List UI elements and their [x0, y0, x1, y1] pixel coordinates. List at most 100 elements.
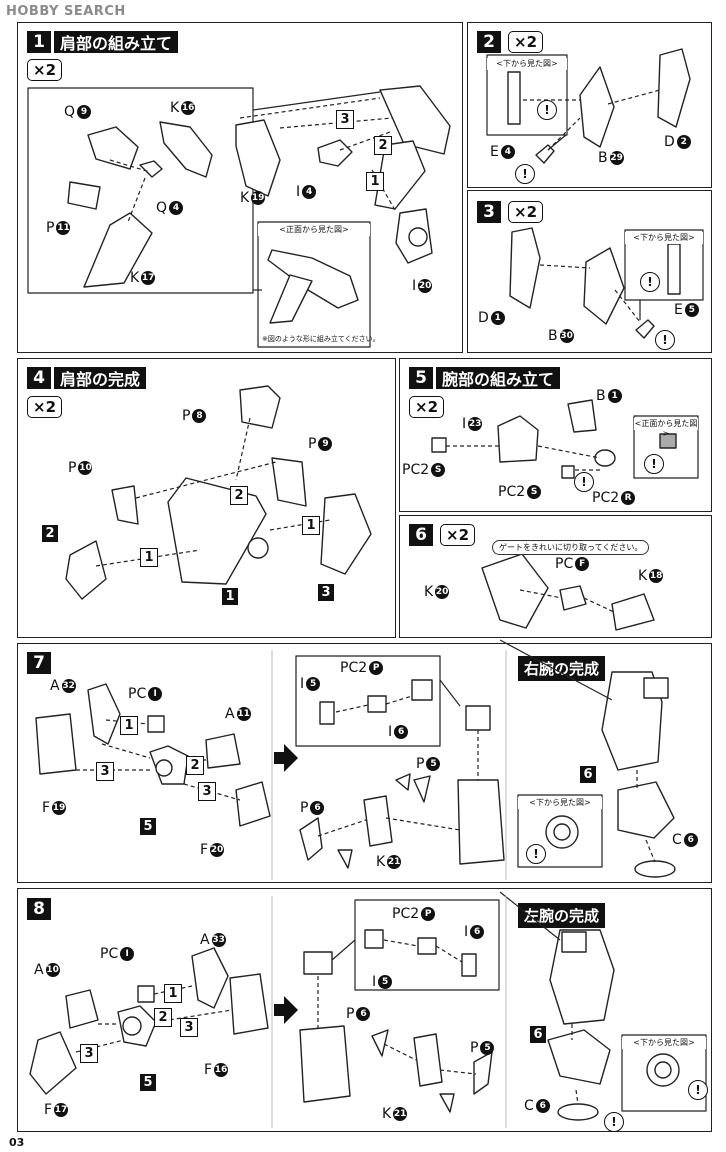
warning-icon: !	[640, 272, 660, 292]
panel-step-1	[17, 22, 463, 353]
panel-step-8	[17, 888, 712, 1132]
step-8-header: 8	[27, 898, 51, 920]
order-marker: 1	[302, 516, 320, 535]
step-4-header: 4 肩部の完成	[27, 367, 147, 389]
step-5-header: 5 腕部の組み立て	[409, 367, 561, 389]
order-marker: 1	[366, 172, 384, 191]
warning-icon: !	[515, 164, 535, 184]
step-number: 1	[27, 31, 51, 53]
multiplier-badge: ×2	[508, 31, 544, 53]
panel-step-2	[467, 22, 712, 188]
view-caption: <下から見た図>	[518, 797, 602, 809]
order-marker: 1	[120, 716, 138, 735]
step-number: 7	[27, 652, 51, 674]
warning-icon: !	[604, 1112, 624, 1132]
view-caption: <正面から見た図>	[258, 224, 370, 236]
multiplier-badge: ×2	[27, 396, 63, 418]
subassembly-marker: 6	[530, 1026, 546, 1043]
step-title: 肩部の組み立て	[54, 31, 179, 53]
step-title: 肩部の完成	[54, 367, 147, 389]
view-caption: <下から見た図>	[625, 232, 703, 244]
page-number: 03	[9, 1136, 25, 1149]
order-marker: 3	[80, 1044, 98, 1063]
subassembly-marker: 5	[140, 1074, 156, 1091]
step-number: 3	[477, 201, 501, 223]
step-3-header: 3	[477, 201, 501, 223]
assembly-note: ※図のような形に組み立てください。	[262, 335, 380, 343]
watermark: HOBBY SEARCH	[6, 4, 126, 19]
order-marker: 1	[164, 984, 182, 1003]
order-marker: 1	[140, 548, 158, 567]
multiplier-badge: ×2	[440, 524, 476, 546]
panel-step-3	[467, 190, 712, 353]
step-number: 4	[27, 367, 51, 389]
panel-step-4	[17, 358, 396, 638]
order-marker: 3	[336, 110, 354, 129]
order-marker: 2	[186, 756, 204, 775]
view-caption: <下から見た図>	[622, 1037, 706, 1049]
warning-icon: !	[574, 472, 594, 492]
step-number: 2	[477, 31, 501, 53]
panel-step-5	[399, 358, 712, 512]
step-title: 腕部の組み立て	[436, 367, 561, 389]
multiplier-badge: ×2	[27, 59, 63, 81]
order-marker: 2	[374, 136, 392, 155]
step-number: 6	[409, 524, 433, 546]
step-1-header: 1 肩部の組み立て	[27, 31, 179, 53]
order-marker: 2	[230, 486, 248, 505]
view-caption: <下から見た図>	[487, 58, 567, 70]
gate-callout: ゲートをきれいに切り取ってください。	[492, 540, 650, 555]
multiplier-badge: ×2	[409, 396, 445, 418]
subassembly-marker: 2	[42, 525, 58, 542]
panel-step-6	[399, 515, 712, 638]
warning-icon: !	[537, 100, 557, 120]
subassembly-marker: 3	[318, 584, 334, 601]
multiplier-badge: ×2	[508, 201, 544, 223]
subassembly-marker: 5	[140, 818, 156, 835]
subassembly-marker: 6	[580, 766, 596, 783]
warning-icon: !	[688, 1080, 708, 1100]
